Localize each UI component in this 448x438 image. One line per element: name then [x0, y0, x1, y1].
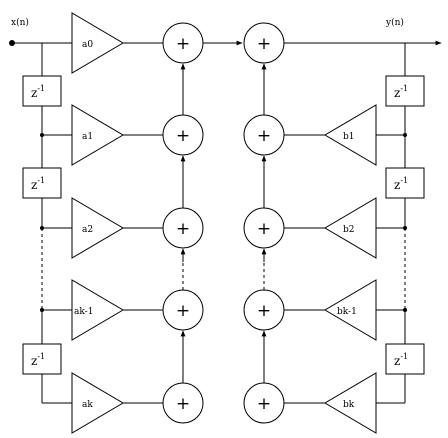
gain-b2: b2: [324, 197, 377, 259]
svg-text:b1: b1: [343, 132, 355, 142]
svg-text:z-1: z-1: [31, 84, 45, 100]
svg-text:z-1: z-1: [31, 352, 45, 368]
svg-text:z-1: z-1: [394, 352, 408, 368]
svg-text:+: +: [257, 219, 271, 239]
gain-a2: a2: [71, 197, 124, 259]
input-signal-label: x(n): [11, 17, 29, 28]
right-delay-chain: [376, 43, 407, 404]
adder-left-4: +: [162, 382, 204, 424]
gain-ak-1: ak-1: [71, 279, 124, 341]
adder-left-0: +: [162, 22, 204, 64]
feedforward-wires: [123, 42, 163, 404]
svg-text:ak: ak: [82, 400, 93, 410]
delay-box-left-3: z-1: [22, 343, 62, 375]
gain-ak: ak: [71, 372, 124, 434]
adder-left-2: +: [162, 207, 204, 249]
svg-text:z-1: z-1: [394, 84, 408, 100]
adder-right-0: +: [243, 22, 285, 64]
adder-right-4: +: [243, 382, 285, 424]
svg-text:b2: b2: [343, 225, 355, 235]
gain-bk: bk: [324, 372, 377, 434]
gain-b1: b1: [324, 104, 377, 166]
svg-text:+: +: [176, 394, 190, 414]
delay-box-left-1: z-1: [22, 75, 62, 107]
adder-right-2: +: [243, 207, 285, 249]
adder-right-3: +: [243, 289, 285, 331]
gain-a1: a1: [71, 104, 124, 166]
gain-bk-1: bk-1: [324, 279, 377, 341]
svg-text:+: +: [176, 34, 190, 54]
svg-text:+: +: [257, 301, 271, 321]
adder-left-1: +: [162, 114, 204, 156]
svg-text:+: +: [176, 219, 190, 239]
svg-text:z-1: z-1: [31, 176, 45, 192]
svg-text:bk-1: bk-1: [337, 307, 357, 317]
output-signal-label: y(n): [385, 17, 404, 28]
gain-a0: a0: [71, 12, 124, 74]
svg-text:a0: a0: [82, 40, 93, 50]
svg-text:a1: a1: [82, 132, 93, 142]
delay-box-right-2: z-1: [385, 167, 425, 199]
svg-text:ak-1: ak-1: [74, 307, 93, 317]
svg-text:a2: a2: [82, 225, 93, 235]
svg-text:bk: bk: [343, 400, 355, 410]
adder-right-1: +: [243, 114, 285, 156]
delay-box-right-1: z-1: [385, 75, 425, 107]
left-delay-chain: [40, 43, 72, 404]
adder-left-3: +: [162, 289, 204, 331]
svg-text:+: +: [257, 394, 271, 414]
delay-box-right-3: z-1: [385, 343, 425, 375]
svg-text:+: +: [257, 126, 271, 146]
delay-box-left-2: z-1: [22, 167, 62, 199]
svg-text:+: +: [176, 126, 190, 146]
svg-text:z-1: z-1: [394, 176, 408, 192]
svg-text:+: +: [257, 34, 271, 54]
svg-text:+: +: [176, 301, 190, 321]
feedback-wires: [284, 134, 325, 404]
